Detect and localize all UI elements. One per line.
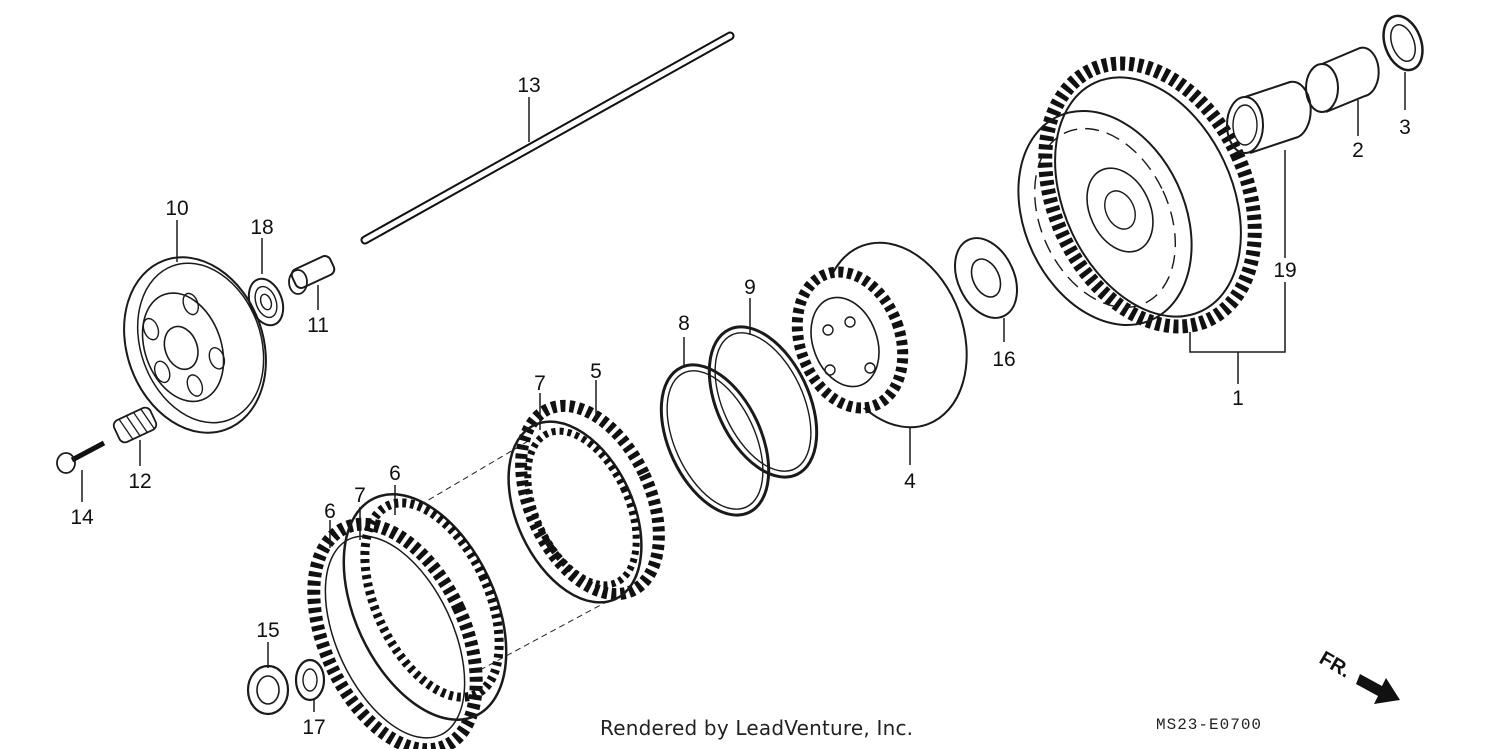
clutch-plate-stack-front[interactable] xyxy=(281,469,539,749)
clutch-plate-pair[interactable] xyxy=(482,384,687,624)
part-label-17: 17 xyxy=(302,716,325,739)
part-label-6-rear: 6 xyxy=(389,462,401,485)
part-label-1: 1 xyxy=(1232,387,1244,410)
bolt-part[interactable] xyxy=(56,440,106,474)
front-direction-arrow-icon: FR. xyxy=(1316,647,1400,704)
direction-label: FR. xyxy=(1316,647,1355,682)
part-label-2: 2 xyxy=(1352,139,1364,162)
spring-seat-ring[interactable] xyxy=(640,348,791,532)
collar-part[interactable] xyxy=(1305,46,1380,113)
part-label-4: 4 xyxy=(904,470,916,493)
part-label-9: 9 xyxy=(744,276,756,299)
thrust-washer-part[interactable] xyxy=(943,228,1029,328)
part-label-13: 13 xyxy=(517,74,540,97)
part-label-12: 12 xyxy=(128,470,151,493)
part-label-10: 10 xyxy=(165,197,188,220)
clutch-spring-part[interactable] xyxy=(112,406,158,445)
washer-part[interactable] xyxy=(1377,11,1430,76)
part-label-19: 19 xyxy=(1273,259,1296,282)
part-label-5: 5 xyxy=(590,360,602,383)
bearing-part[interactable] xyxy=(243,274,289,330)
lifter-piece-part[interactable] xyxy=(288,254,336,295)
part-label-8: 8 xyxy=(678,312,690,335)
part-label-7-rear: 7 xyxy=(534,372,546,395)
diagram-code: MS23-E0700 xyxy=(1156,716,1263,734)
judder-spring-ring[interactable] xyxy=(688,310,839,494)
needle-bearing-part[interactable] xyxy=(1226,80,1312,154)
part-label-16: 16 xyxy=(992,348,1015,371)
part-label-3: 3 xyxy=(1399,116,1411,139)
pushrod-part[interactable] xyxy=(360,31,735,245)
lock-nut-part[interactable] xyxy=(246,664,290,716)
part-label-14: 14 xyxy=(70,506,94,529)
clutch-center-part[interactable] xyxy=(779,222,991,447)
part-label-7-front: 7 xyxy=(354,484,366,507)
part-label-18: 18 xyxy=(250,216,273,239)
clutch-outer-part[interactable] xyxy=(985,29,1295,360)
part-label-15: 15 xyxy=(256,619,279,642)
render-credit: Rendered by LeadVenture, Inc. xyxy=(600,716,914,740)
lock-washer-part[interactable] xyxy=(294,658,326,702)
part-label-11: 11 xyxy=(307,314,329,337)
part-label-6-front: 6 xyxy=(324,500,336,523)
